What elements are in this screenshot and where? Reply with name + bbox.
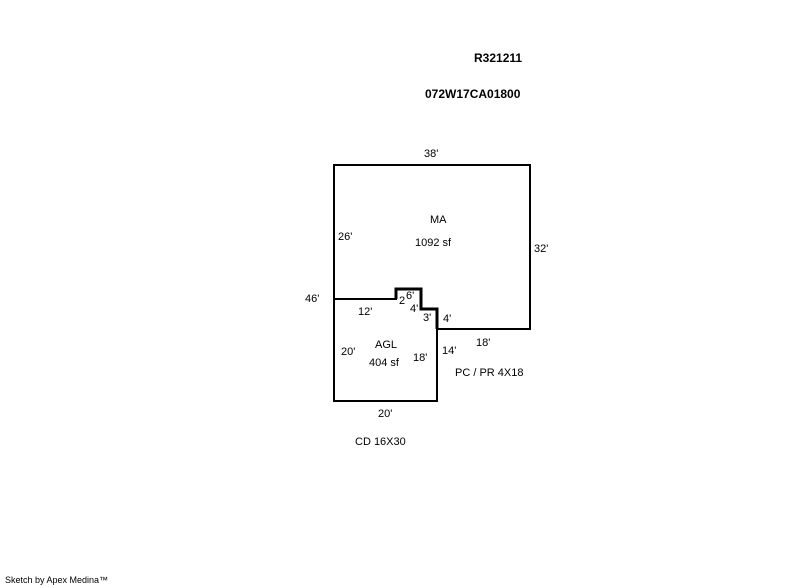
ma-outline bbox=[333, 164, 531, 330]
dim-agl-bottom: 20' bbox=[378, 408, 393, 420]
dim-ma-top: 38' bbox=[424, 148, 439, 160]
dim-notch-top-b: 6' bbox=[406, 290, 415, 302]
dim-notch-drop: 4' bbox=[410, 303, 419, 315]
notch-heavy bbox=[394, 287, 439, 329]
dim-agl-right: 18' bbox=[413, 352, 428, 364]
dim-agl-left: 20' bbox=[341, 346, 356, 358]
dim-ma-bottom: 18' bbox=[476, 337, 491, 349]
agl-area: 404 sf bbox=[369, 357, 399, 369]
dim-ma-right: 32' bbox=[534, 243, 549, 255]
dim-notch-step: 3' bbox=[423, 312, 432, 324]
sketch-credit: Sketch by Apex Medina™ bbox=[5, 575, 109, 585]
dim-step-down: 4' bbox=[443, 313, 452, 325]
dim-ma-left: 26' bbox=[338, 231, 353, 243]
ma-area: 1092 sf bbox=[415, 237, 452, 249]
dim-notch-top-a: 2 bbox=[399, 295, 406, 307]
ma-label: MA bbox=[430, 214, 447, 226]
account-number: R321211 bbox=[474, 51, 523, 65]
dim-agl-right-outer: 14' bbox=[442, 345, 457, 357]
dim-agl-top: 12' bbox=[358, 306, 373, 318]
agl-label: AGL bbox=[375, 339, 398, 351]
porch-note: PC / PR 4X18 bbox=[455, 367, 524, 379]
map-tax-lot: 072W17CA01800 bbox=[425, 87, 521, 101]
dim-left-total: 46' bbox=[305, 293, 320, 305]
deck-note: CD 16X30 bbox=[355, 436, 406, 448]
